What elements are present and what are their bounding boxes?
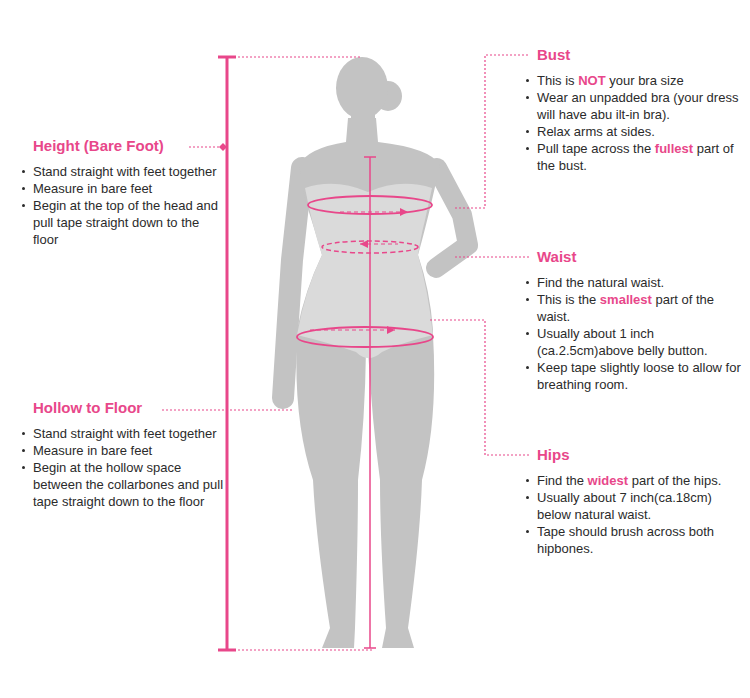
marker bbox=[219, 143, 227, 151]
leader-line bbox=[455, 55, 530, 208]
bullet-dot bbox=[22, 432, 25, 435]
bullet-dot bbox=[526, 298, 529, 301]
left-leg bbox=[296, 335, 366, 648]
head bbox=[336, 57, 388, 119]
bullet-dot bbox=[526, 332, 529, 335]
bullet-dot bbox=[526, 479, 529, 482]
bullet-dot bbox=[526, 130, 529, 133]
bullet-dot bbox=[526, 366, 529, 369]
instruction-text: Measure in bare feet bbox=[33, 180, 221, 197]
bodysuit bbox=[297, 184, 433, 358]
instruction-text: This is the smallest part of the waist. bbox=[537, 291, 742, 325]
leader-line bbox=[430, 320, 530, 455]
right-leg bbox=[368, 335, 434, 648]
hollow-line bbox=[369, 157, 371, 648]
measurement-heading: Height (Bare Foot) bbox=[33, 137, 164, 155]
instruction-text: Relax arms at sides. bbox=[537, 123, 742, 140]
leader-line bbox=[455, 256, 530, 257]
arrow-head bbox=[387, 326, 395, 334]
leader-line bbox=[238, 649, 372, 650]
right-arm bbox=[436, 168, 468, 268]
bullet-dot bbox=[526, 79, 529, 82]
bar-cap bbox=[218, 56, 236, 59]
hollow-cap bbox=[364, 156, 376, 158]
bullet-dot bbox=[22, 449, 25, 452]
bullet-dot bbox=[526, 496, 529, 499]
bullet-dot bbox=[526, 96, 529, 99]
instruction-text: Wear an unpadded bra (your dress will ha… bbox=[537, 89, 742, 123]
hollow-cap bbox=[364, 647, 376, 649]
bullet-dot bbox=[22, 170, 25, 173]
instruction-text: Begin at the hollow space between the co… bbox=[33, 459, 225, 510]
bullet-dot bbox=[22, 466, 25, 469]
instruction-text: Usually about 7 inch(ca.18cm) below natu… bbox=[537, 489, 742, 523]
measurement-heading: Waist bbox=[537, 248, 576, 266]
instruction-text: Measure in bare feet bbox=[33, 442, 225, 459]
arrow-head bbox=[360, 240, 368, 248]
bullet-dot bbox=[22, 204, 25, 207]
instruction-text: Find the widest part of the hips. bbox=[537, 472, 742, 489]
tape-arrow bbox=[310, 330, 395, 331]
tape-arrow bbox=[340, 212, 408, 213]
measurement-heading: Hips bbox=[537, 446, 570, 464]
leader-line bbox=[162, 409, 292, 410]
bullet-dot bbox=[526, 147, 529, 150]
measure-lines bbox=[162, 55, 530, 650]
bullet-dot bbox=[22, 187, 25, 190]
instruction-text: This is NOT your bra size bbox=[537, 72, 742, 89]
leader-line bbox=[189, 146, 219, 147]
instruction-text: Usually about 1 inch (ca.2.5cm)above bel… bbox=[537, 325, 742, 359]
silhouette bbox=[283, 57, 468, 648]
leader-line bbox=[238, 56, 360, 57]
bullet-dot bbox=[526, 281, 529, 284]
arrow-head bbox=[400, 208, 408, 216]
waist-tape bbox=[322, 241, 418, 253]
instruction-text: Stand straight with feet together bbox=[33, 163, 221, 180]
instruction-text: Tape should brush across both hipbones. bbox=[537, 523, 742, 557]
measurement-heading: Bust bbox=[537, 46, 570, 64]
instruction-text: Find the natural waist. bbox=[537, 274, 742, 291]
instruction-text: Stand straight with feet together bbox=[33, 425, 225, 442]
instruction-text: Keep tape slightly loose to allow for br… bbox=[537, 359, 742, 393]
instruction-text: Begin at the top of the head and pull ta… bbox=[33, 197, 221, 248]
instruction-text: Pull tape across the fullest part of the… bbox=[537, 140, 742, 174]
bullet-dot bbox=[526, 530, 529, 533]
bust-tape bbox=[308, 196, 432, 214]
measurement-heading: Hollow to Floor bbox=[33, 399, 142, 417]
hips-tape bbox=[297, 327, 433, 347]
bar-cap bbox=[218, 649, 236, 652]
